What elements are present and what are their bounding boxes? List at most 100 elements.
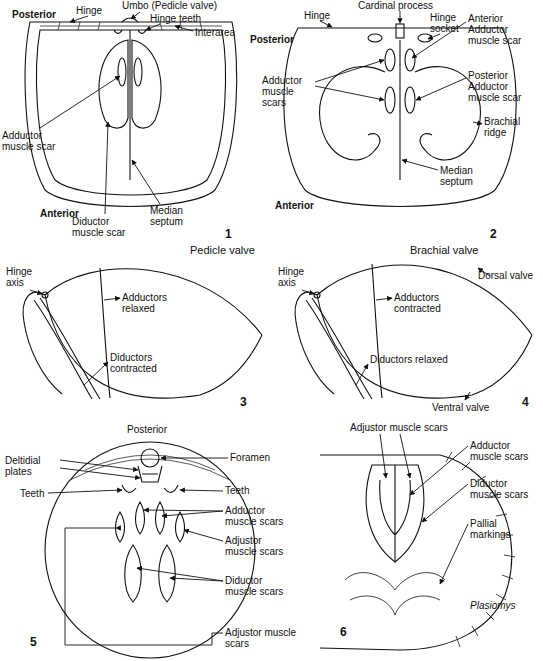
hinge-axis xyxy=(314,292,320,298)
leader-line xyxy=(315,86,384,100)
part-label: Posterior Adductor muscle scar xyxy=(468,70,540,103)
side-view-contracted xyxy=(295,264,532,399)
part-label: Adductors contracted xyxy=(394,292,474,314)
part-label: Hinge axis xyxy=(6,266,36,288)
leader-line xyxy=(422,484,468,522)
part-label: Hinge socket xyxy=(430,12,468,34)
part-label: Adjustor muscle scars xyxy=(350,422,448,433)
deltidial-plates xyxy=(138,466,162,482)
brachial-valve-drawing xyxy=(284,24,516,207)
adductor-scar xyxy=(118,58,126,86)
figure-number: 4 xyxy=(522,396,529,409)
part-label: Diductor muscle scars xyxy=(470,478,540,500)
valve-inner-outline xyxy=(37,30,226,195)
leader-line xyxy=(161,458,228,459)
adductor-scar xyxy=(385,87,395,113)
leader-line xyxy=(84,362,108,385)
part-label: Median septum xyxy=(440,165,495,187)
orientation-label: Anterior xyxy=(275,200,314,211)
orientation-label: Posterior xyxy=(250,34,294,45)
leader-line xyxy=(175,26,193,31)
dorsal-valve xyxy=(45,269,262,335)
leader-line xyxy=(400,11,401,23)
leader-line xyxy=(315,60,384,82)
leader-line xyxy=(70,16,88,22)
orientation-label: Posterior xyxy=(127,424,167,435)
valve-outline xyxy=(284,28,516,207)
part-label: Adductor muscle scars xyxy=(262,75,317,108)
leader-line xyxy=(162,511,223,516)
adductor-muscle xyxy=(100,268,110,398)
part-label: Teeth xyxy=(20,488,44,499)
hinge-socket xyxy=(368,34,382,42)
part-label: Cardinal process xyxy=(358,0,433,11)
leader-line xyxy=(144,510,223,511)
figure-number: 1 xyxy=(225,228,232,241)
hinge-axis xyxy=(42,292,48,298)
figure-number: 6 xyxy=(340,626,347,639)
adductor-scar xyxy=(405,87,415,113)
leader-line xyxy=(416,78,466,100)
part-label: Teeth xyxy=(225,485,249,496)
leader-line xyxy=(400,434,410,478)
part-label: Ventral valve xyxy=(432,402,489,413)
part-label: Adductors relaxed xyxy=(122,292,202,314)
orientation-label: Posterior xyxy=(12,9,56,20)
leader-line xyxy=(60,460,138,470)
median-septum xyxy=(399,40,400,180)
muscle-field xyxy=(366,465,424,562)
part-label: Brachial ridge xyxy=(484,116,540,138)
valve-outline xyxy=(25,22,237,207)
adductor-scar xyxy=(405,49,415,71)
part-label: Adductor muscle scars xyxy=(470,440,540,462)
leader-line xyxy=(131,12,140,19)
figure-number: 3 xyxy=(240,396,247,409)
part-label: Adductor muscle scars xyxy=(225,505,295,527)
adductor-muscle xyxy=(372,264,382,398)
bracket-leader xyxy=(65,528,223,645)
leader-line xyxy=(320,21,332,27)
leader-line xyxy=(428,34,440,39)
leader-line xyxy=(104,298,120,300)
leader-line xyxy=(105,122,108,214)
pallial-markings xyxy=(345,573,445,615)
umbo xyxy=(122,18,138,22)
leader-line xyxy=(40,76,120,128)
teeth xyxy=(122,485,178,492)
adductor-scars xyxy=(136,502,165,534)
leader-line xyxy=(30,290,42,294)
part-label: Adductor muscle scar xyxy=(2,130,57,152)
part-label: Hinge xyxy=(76,5,102,16)
part-label: Interarea xyxy=(195,27,235,38)
adductor-scar xyxy=(385,49,395,71)
diductor-scar xyxy=(132,40,161,128)
diductor-scars xyxy=(125,545,176,602)
leader-line xyxy=(376,298,392,300)
side-view-relaxed xyxy=(23,268,262,399)
ventral-beak xyxy=(23,292,62,394)
leader-line xyxy=(180,490,223,491)
taxon-name: Plasiomys xyxy=(470,600,516,611)
leader-line xyxy=(402,160,438,170)
panel-caption: Pedicle valve xyxy=(190,244,255,256)
leader-line xyxy=(465,392,470,400)
foramen xyxy=(141,449,159,467)
adjustor-scars xyxy=(116,512,185,542)
part-label: Foramen xyxy=(230,452,270,463)
part-label: Anterior Adductor muscle scar xyxy=(468,13,540,46)
part-label: Diductor muscle scars xyxy=(225,575,295,597)
part-label: Diductor muscle scar xyxy=(72,216,142,238)
ventral-beak xyxy=(295,292,334,394)
leader-lines xyxy=(30,11,490,584)
cardinal-process xyxy=(396,24,404,38)
leader-line xyxy=(132,160,160,204)
panel-caption: Brachial valve xyxy=(410,244,478,256)
leader-line xyxy=(184,530,223,541)
part-label: Hinge axis xyxy=(278,266,308,288)
leader-line xyxy=(137,568,223,581)
brachial-ridge xyxy=(320,67,385,160)
diductor-muscle xyxy=(34,298,100,399)
part-label: Umbo (Pedicle valve) xyxy=(122,0,217,11)
leader-line xyxy=(440,524,468,584)
